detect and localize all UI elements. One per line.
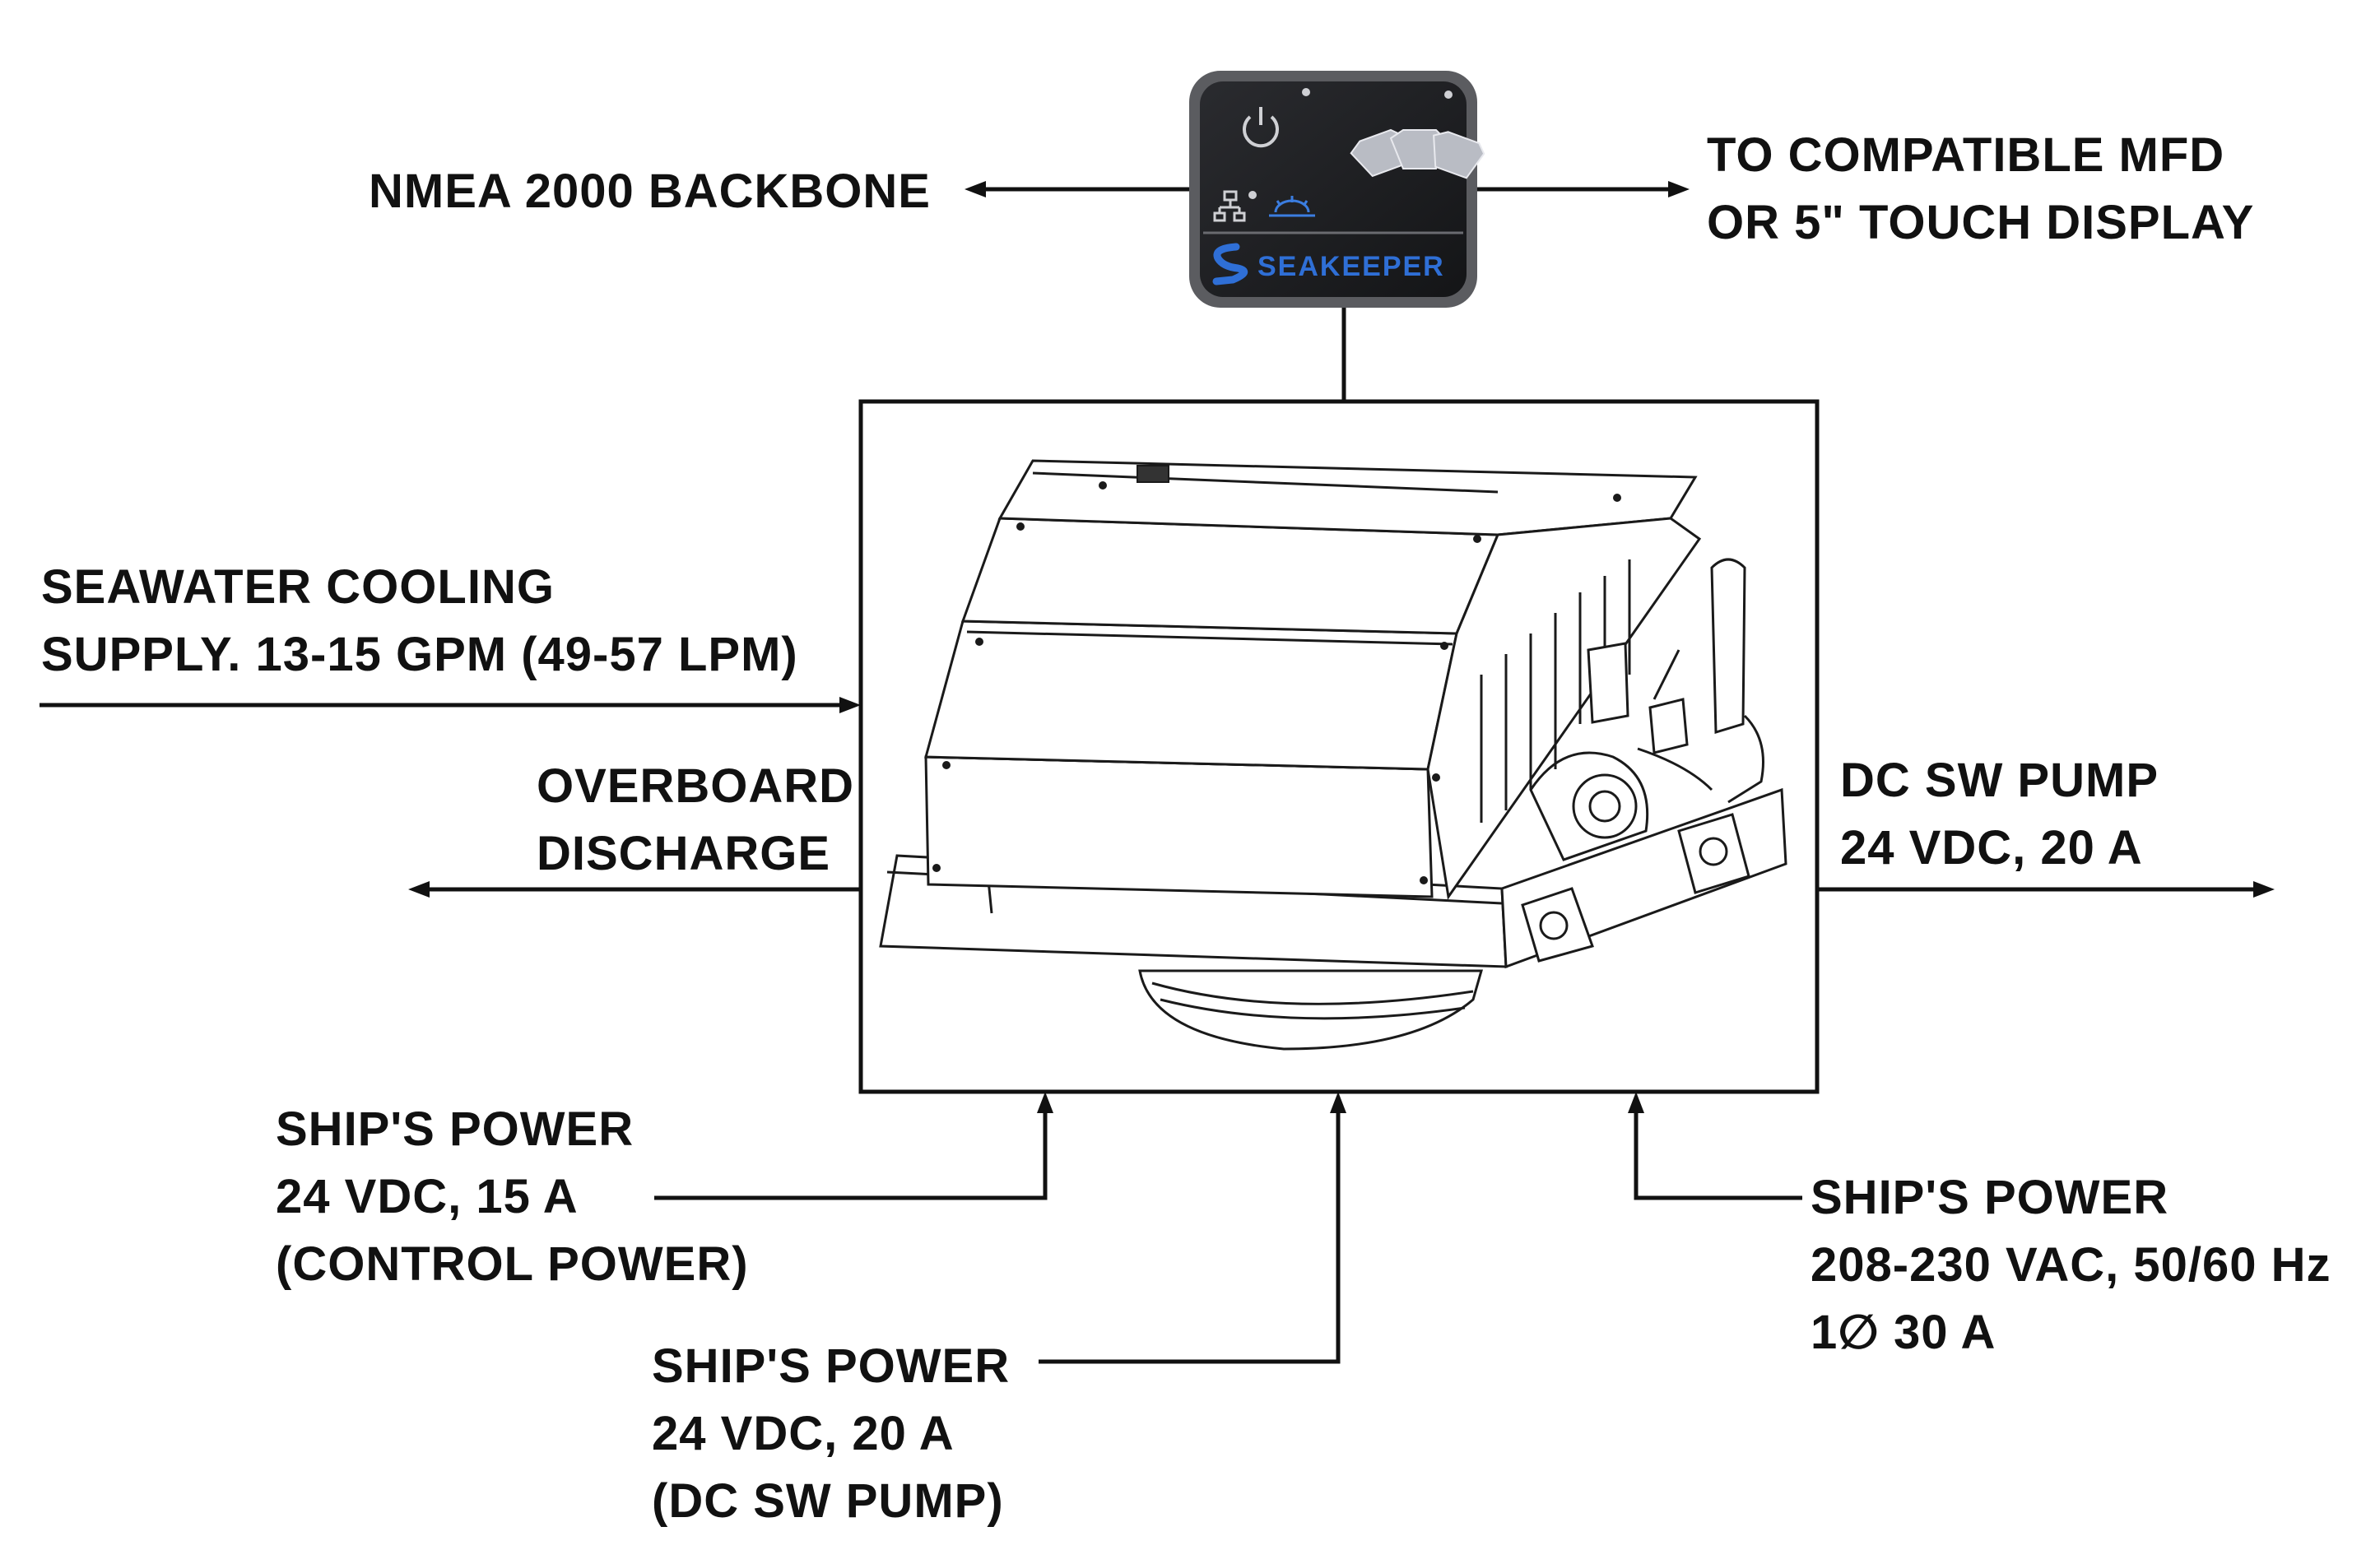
- connection-lines: [40, 181, 2275, 1364]
- nmea-arrowhead: [965, 181, 986, 197]
- control-power-line: [654, 1109, 1048, 1200]
- pump-power-label-line2: 24 VDC, 20 A: [652, 1407, 955, 1460]
- control-power-label-line3: (CONTROL POWER): [276, 1237, 749, 1291]
- dcpump-label-line1: DC SW PUMP: [1840, 754, 2159, 807]
- gyro-unit-illustration: [879, 459, 1787, 1051]
- dcpump-label-line2: 24 VDC, 20 A: [1840, 821, 2143, 875]
- pump-power-label-line3: (DC SW PUMP): [652, 1474, 1004, 1528]
- control-power-label-line2: 24 VDC, 15 A: [276, 1170, 579, 1223]
- control-power-label-line1: SHIP'S POWER: [276, 1102, 634, 1156]
- ac-power-line: [1634, 1109, 1802, 1200]
- overboard-label-line1: OVERBOARD: [537, 759, 854, 813]
- boat-roll-icon: [1350, 128, 1485, 179]
- mfd-arrowhead: [1668, 181, 1690, 197]
- overboard-arrowhead: [408, 881, 430, 898]
- network-icon: [1213, 190, 1246, 222]
- ac-power-label-line3: 1∅ 30 A: [1811, 1306, 1996, 1359]
- power-icon: [1243, 107, 1279, 148]
- overboard-label-line2: DISCHARGE: [537, 827, 830, 880]
- heading-icon: [1269, 196, 1315, 217]
- ac-power-label-line1: SHIP'S POWER: [1811, 1171, 2168, 1224]
- mfd-label-line1: TO COMPATIBLE MFD: [1707, 128, 2224, 182]
- dcpump-arrowhead: [2253, 881, 2275, 898]
- seakeeper-controller: SEAKEEPER: [1189, 71, 1485, 308]
- gyro-unit-box: [858, 399, 1820, 1094]
- brand-text: SEAKEEPER: [1257, 251, 1445, 282]
- seawater-label-line2: SUPPLY. 13-15 GPM (49-57 LPM): [41, 628, 798, 681]
- seawater-arrowhead: [839, 697, 861, 713]
- pump-power-label-line1: SHIP'S POWER: [652, 1339, 1010, 1393]
- labels: NMEA 2000 BACKBONE TO COMPATIBLE MFD OR …: [41, 128, 2331, 1528]
- control-power-arrowhead: [1037, 1092, 1053, 1113]
- pump-power-line: [1039, 1109, 1341, 1364]
- seawater-label-line1: SEAWATER COOLING: [41, 560, 555, 614]
- mfd-label-line2: OR 5" TOUCH DISPLAY: [1707, 196, 2254, 249]
- ac-power-arrowhead: [1628, 1092, 1644, 1113]
- ac-power-label-line2: 208-230 VAC, 50/60 Hz: [1811, 1238, 2331, 1292]
- nmea-backbone-label: NMEA 2000 BACKBONE: [369, 165, 931, 218]
- pump-power-arrowhead: [1330, 1092, 1346, 1113]
- seakeeper-logo: SEAKEEPER: [1212, 243, 1445, 285]
